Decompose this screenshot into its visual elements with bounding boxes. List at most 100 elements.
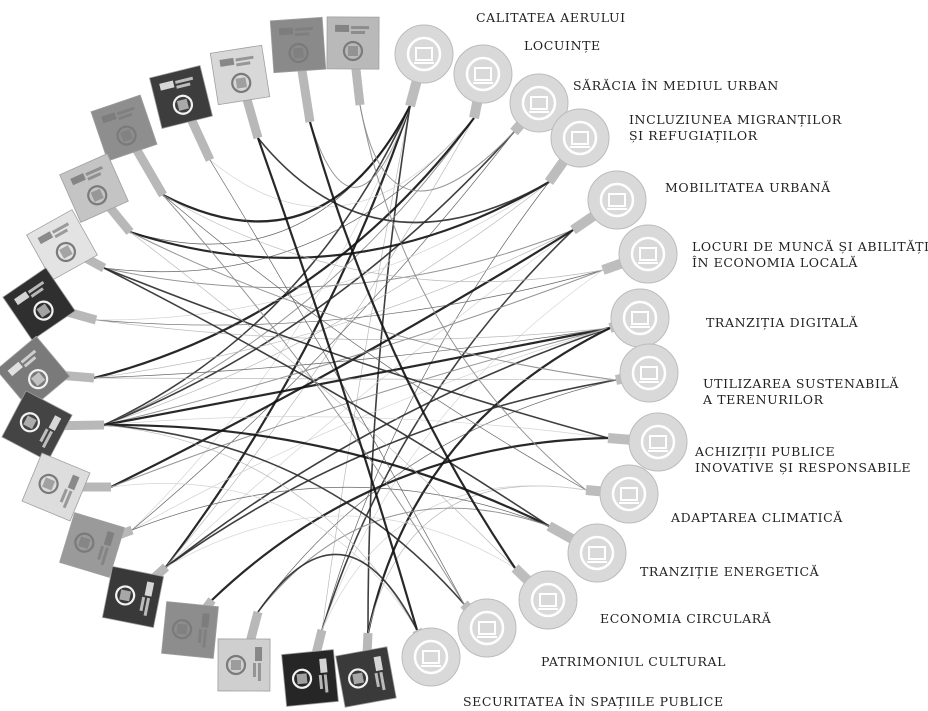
theme-node xyxy=(453,44,513,104)
sdg-goal-icon xyxy=(59,153,129,223)
housing-icon xyxy=(465,56,501,92)
connection-line xyxy=(103,267,609,439)
sdg-goal-icon xyxy=(269,16,327,74)
connection-line xyxy=(256,137,419,631)
connection-line xyxy=(95,319,611,341)
connection-line xyxy=(129,231,617,381)
connection-line xyxy=(321,269,604,631)
connection-line xyxy=(131,327,611,531)
sdg-goal-icon xyxy=(26,209,98,281)
urban-poverty-icon xyxy=(521,85,557,121)
theme-label: ADAPTAREA CLIMATICĂ xyxy=(670,510,843,525)
theme-node xyxy=(394,24,454,84)
theme-label: LOCUINȚE xyxy=(524,38,601,53)
theme-node xyxy=(401,627,461,687)
connection-line xyxy=(209,117,475,208)
connection-line xyxy=(257,379,617,613)
jobs-icon xyxy=(630,236,666,272)
sdg-goal-icon xyxy=(161,601,219,659)
sdg-goal-icon xyxy=(90,94,158,162)
connection-line xyxy=(211,436,609,601)
theme-node xyxy=(587,170,647,230)
connection-line xyxy=(165,229,574,568)
connection-line xyxy=(110,483,418,631)
connection-line xyxy=(162,194,604,283)
connection-line xyxy=(95,181,550,321)
connection-line xyxy=(110,229,574,488)
connection-line xyxy=(103,423,550,527)
connection-line xyxy=(93,327,611,379)
sdg-goal-icon xyxy=(2,267,76,341)
migrants-icon xyxy=(562,120,598,156)
connection-line xyxy=(165,117,475,568)
connection-line xyxy=(103,181,550,426)
theme-label: CALITATEA AERULUI xyxy=(476,10,626,25)
connection-line xyxy=(308,121,516,569)
cultural-heritage-icon xyxy=(469,610,505,646)
connection-line xyxy=(162,194,587,491)
links-layer xyxy=(93,104,617,634)
connection-line xyxy=(93,377,617,381)
connection-line xyxy=(103,267,550,527)
connection-line xyxy=(103,117,475,273)
connection-line xyxy=(257,507,550,613)
connection-line xyxy=(103,105,411,426)
theme-node xyxy=(518,570,578,630)
theme-node xyxy=(610,288,670,348)
theme-node xyxy=(628,412,688,472)
air-quality-icon xyxy=(406,36,442,72)
connection-line xyxy=(165,515,516,569)
sdg-goal-icon xyxy=(209,44,271,106)
theme-label: MOBILITATEA URBANĂ xyxy=(665,180,831,195)
connection-line xyxy=(359,104,587,491)
sdg-goal-icon xyxy=(217,638,271,692)
mobility-icon xyxy=(599,182,635,218)
connection-line xyxy=(131,105,411,531)
sdg-goal-icon xyxy=(101,565,165,629)
connection-line xyxy=(359,104,515,192)
sdg-goal-icon xyxy=(21,452,91,522)
connection-line xyxy=(93,229,574,379)
connection-line xyxy=(367,105,411,634)
connection-line xyxy=(165,105,412,568)
connection-line xyxy=(165,379,617,568)
connection-line xyxy=(103,326,611,427)
connection-line xyxy=(95,269,604,326)
theme-node xyxy=(567,523,627,583)
connection-line xyxy=(321,229,574,631)
connection-line xyxy=(103,424,465,605)
theme-node xyxy=(619,343,679,403)
theme-node xyxy=(457,598,517,658)
connection-line xyxy=(103,416,609,439)
theme-node xyxy=(509,73,569,133)
theme-nodes-layer: CALITATEA AERULUI LOCUINȚE SĂRĂCIA ÎN MEDI… xyxy=(394,10,928,709)
circular-economy-icon xyxy=(530,582,566,618)
sdg-goal-icon xyxy=(281,649,339,707)
connection-line xyxy=(93,117,475,380)
sdg-goal-icon xyxy=(1,390,73,462)
connection-line xyxy=(257,553,418,631)
connection-line xyxy=(321,105,411,631)
connection-line xyxy=(103,131,515,426)
connection-line xyxy=(131,486,550,531)
sdg-goal-icon xyxy=(326,16,380,70)
land-use-icon xyxy=(631,355,667,391)
theme-label: PATRIMONIUL CULTURAL xyxy=(541,654,726,669)
theme-node xyxy=(599,464,659,524)
sdg-goal-icon xyxy=(0,335,71,411)
sdg-goal-icon xyxy=(59,512,125,578)
sdg-goal-icon xyxy=(149,65,213,129)
connection-line xyxy=(131,131,515,531)
energy-transition-icon xyxy=(579,535,615,571)
connection-line xyxy=(129,181,550,259)
public-security-icon xyxy=(413,639,449,675)
theme-label: SĂRĂCIA ÎN MEDIUL URBAN xyxy=(573,78,779,93)
theme-label: ECONOMIA CIRCULARĂ xyxy=(600,611,772,626)
sdg-goal-icon xyxy=(335,646,397,708)
theme-label: SECURITATEA ÎN SPAȚIILE PUBLICE xyxy=(463,694,724,709)
